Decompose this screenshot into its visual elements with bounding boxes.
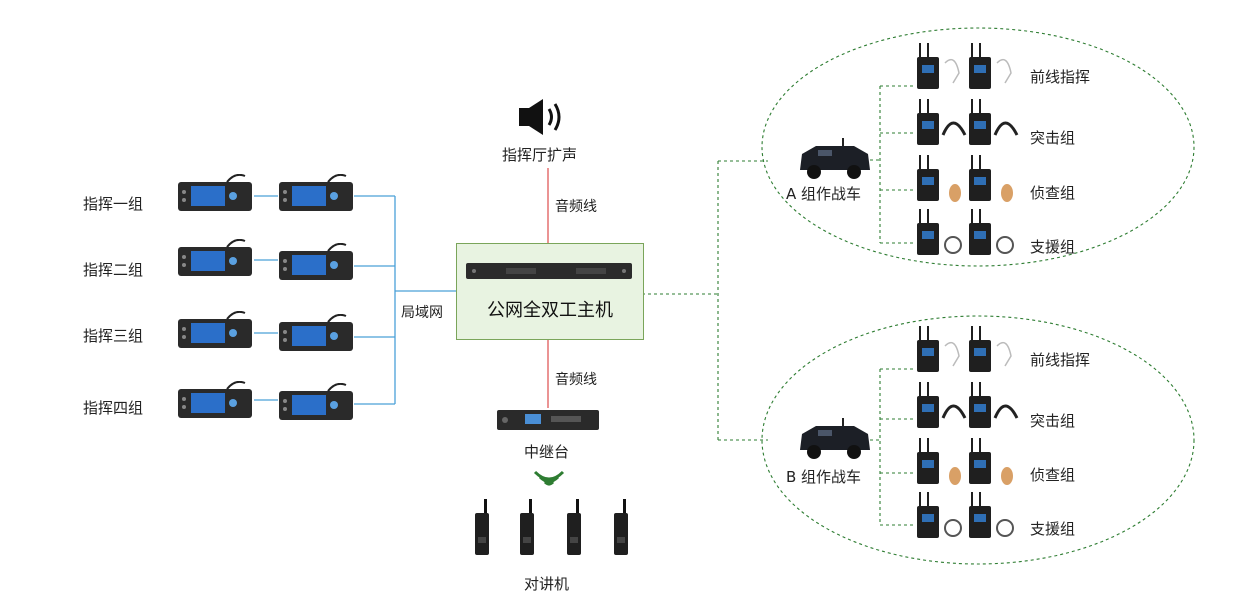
wifi-signal-icon: [533, 470, 565, 486]
walkie-label: 对讲机: [524, 575, 570, 593]
speaker-label: 指挥厅扩声: [502, 146, 578, 164]
group-links: [642, 27, 1195, 565]
speaker-icon: [519, 99, 561, 135]
armored-vehicle-icon: [800, 138, 870, 179]
vehicle-a-label: A 组作战车: [786, 185, 862, 203]
console-icon: [279, 314, 353, 351]
walkie-talkie-icon: [567, 499, 581, 555]
console-icon: [178, 311, 252, 348]
team-label: 侦查组: [1030, 466, 1076, 484]
group-label-4: 指挥四组: [83, 399, 144, 417]
group-label-3: 指挥三组: [83, 327, 144, 345]
audio-line-label-top: 音频线: [555, 199, 597, 215]
armored-vehicle-icon: [800, 418, 870, 459]
rack-device-icon: [466, 263, 632, 279]
console-icon: [279, 174, 353, 211]
team-label: 前线指挥: [1030, 351, 1091, 369]
team-label: 突击组: [1030, 412, 1076, 430]
team-label: 突击组: [1030, 129, 1076, 147]
team-label: 支援组: [1030, 520, 1076, 538]
lan-lines: [254, 195, 456, 405]
vehicle-b-label: B 组作战车: [786, 468, 862, 486]
team-label: 支援组: [1030, 238, 1076, 256]
group-label-2: 指挥二组: [83, 261, 144, 279]
console-icon: [178, 381, 252, 418]
console-icon: [279, 383, 353, 420]
audio-line-label-bottom: 音频线: [555, 372, 597, 388]
walkie-talkie-icon: [475, 499, 489, 555]
console-icon: [178, 239, 252, 276]
host-label: 公网全双工主机: [487, 300, 613, 321]
host-box: 公网全双工主机: [456, 243, 644, 340]
lan-label: 局域网: [401, 305, 443, 321]
group-label-1: 指挥一组: [83, 195, 144, 213]
repeater-label: 中继台: [524, 443, 570, 461]
team-devices-b: [917, 326, 1019, 538]
repeater-icon: [497, 410, 599, 430]
team-label: 侦查组: [1030, 184, 1076, 202]
walkie-talkie-icon: [520, 499, 534, 555]
console-icon: [279, 243, 353, 280]
team-devices-a: [917, 43, 1019, 255]
team-label: 前线指挥: [1030, 68, 1091, 86]
walkie-talkie-icon: [614, 499, 628, 555]
console-icon: [178, 174, 252, 211]
